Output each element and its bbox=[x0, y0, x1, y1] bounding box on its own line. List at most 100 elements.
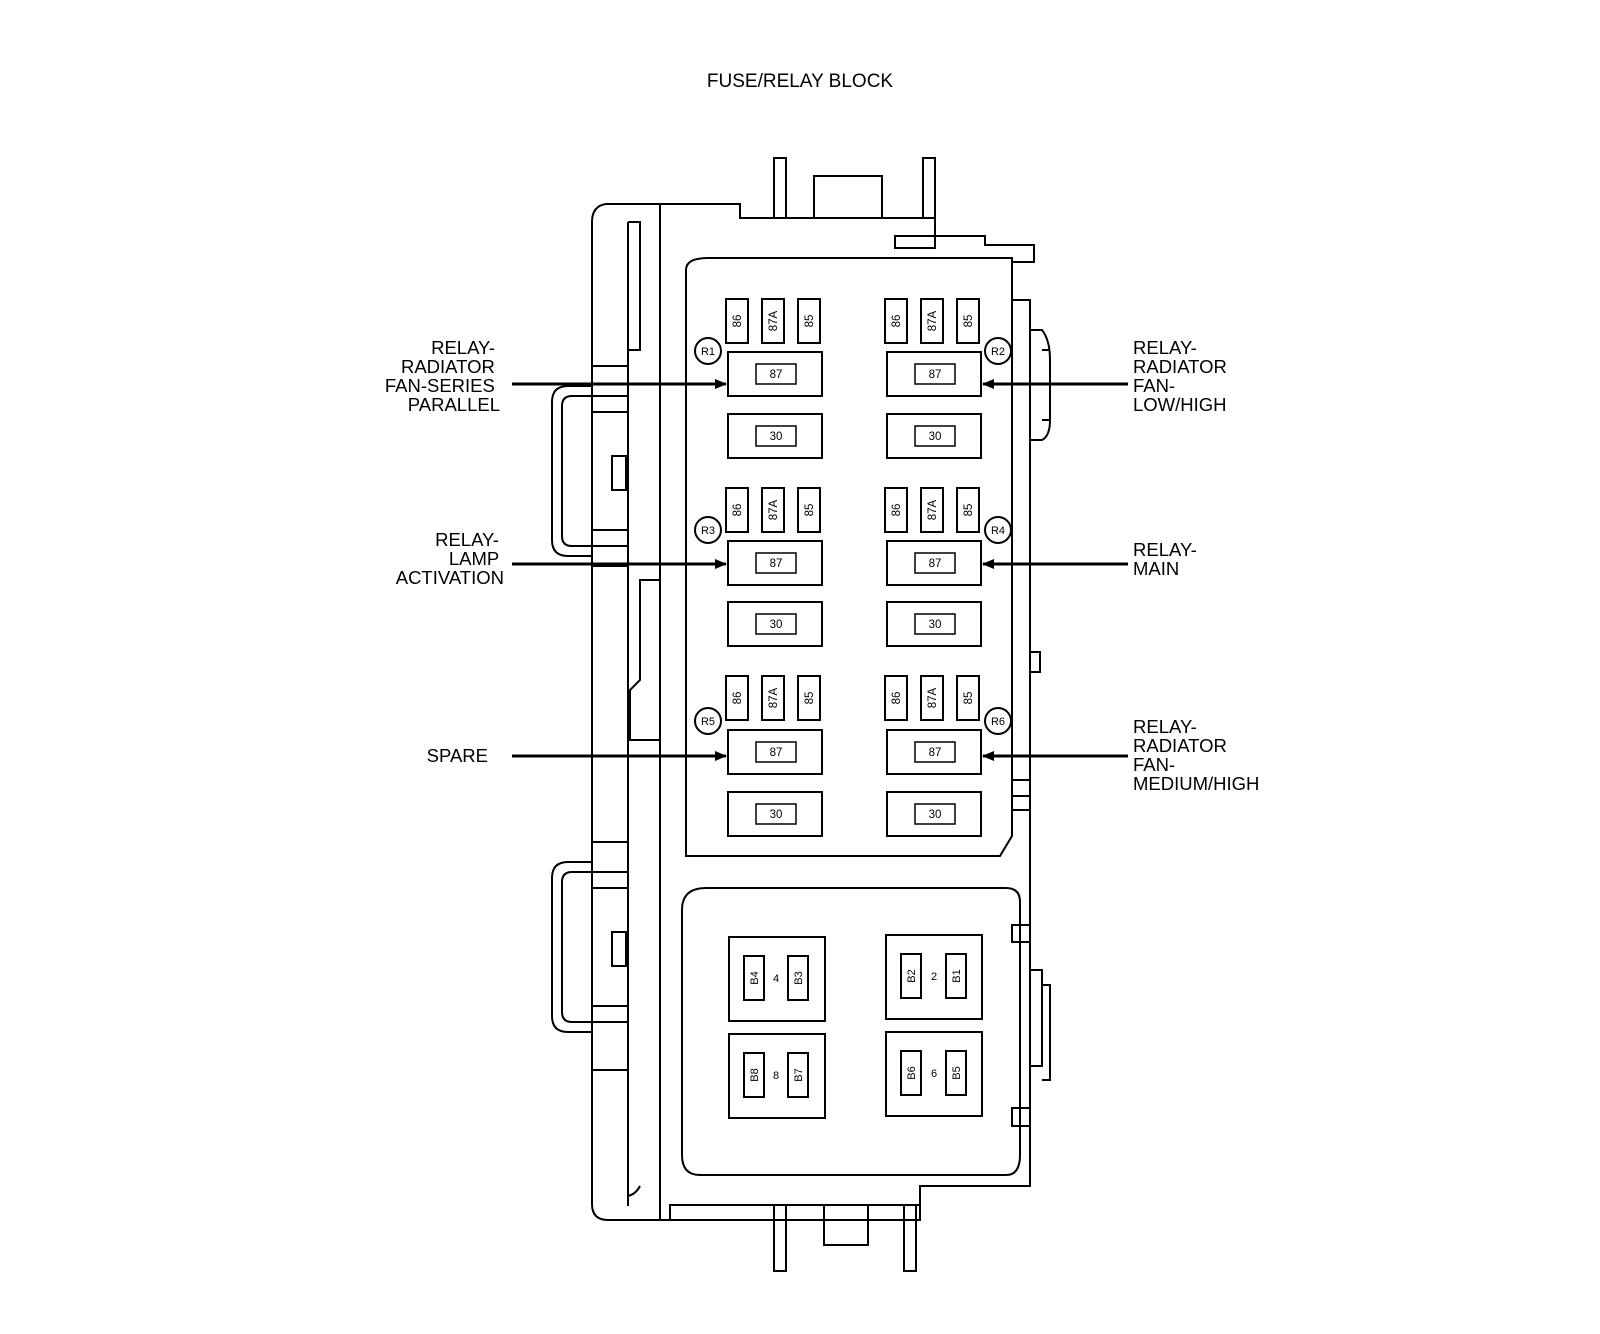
relay-r6-pin-30-label: 30 bbox=[929, 809, 942, 821]
relay-r5-id: R5 bbox=[701, 716, 715, 728]
callout-label-r3: RELAY- LAMP ACTIVATION bbox=[396, 529, 504, 588]
fuse-4-terminal-b4 bbox=[743, 955, 765, 1001]
relay-r1-id-badge bbox=[694, 337, 722, 365]
fuse-2-number: 2 bbox=[931, 971, 937, 983]
relay-r6-pin-87a bbox=[920, 675, 944, 721]
callout-label-r4: RELAY- MAIN bbox=[1133, 539, 1202, 579]
relay-r2-pin-87 bbox=[886, 351, 982, 397]
relay-r5-pin-30 bbox=[727, 791, 823, 837]
fuse-6-terminal-b6 bbox=[900, 1050, 922, 1096]
fuse-2-terminal-b1 bbox=[945, 953, 967, 999]
relay-r5-pin-85-label: 85 bbox=[804, 692, 816, 705]
fuse-8-number: 8 bbox=[773, 1070, 779, 1082]
relay-r6-pin-86-label: 86 bbox=[891, 692, 903, 705]
fuse-2[interactable]: B2 2 B1 bbox=[885, 934, 983, 1020]
relay-r4-pin-30 bbox=[886, 601, 982, 647]
relay-r4-pin-30-label: 30 bbox=[929, 619, 942, 631]
relay-r6-id-badge bbox=[984, 707, 1012, 735]
fuse-2-terminal-b2 bbox=[900, 953, 922, 999]
relay-r5[interactable]: 86 87A 85 R5 87 30 bbox=[694, 675, 823, 837]
relay-r3-id: R3 bbox=[701, 525, 715, 537]
fuse-6-terminal-b5-label: B5 bbox=[951, 1066, 963, 1079]
relay-r3-pin-30 bbox=[727, 601, 823, 647]
callout-label-r5: SPARE bbox=[427, 745, 488, 766]
relay-r2-pin-87-label: 87 bbox=[929, 369, 942, 381]
relay-r1-pin-86 bbox=[725, 298, 749, 344]
fuse-4-number: 4 bbox=[773, 973, 779, 985]
relay-r2[interactable]: 86 87A 85 R2 87 30 bbox=[884, 298, 1012, 459]
relay-r4-id-badge bbox=[984, 516, 1012, 544]
relay-r5-pin-87-label: 87 bbox=[770, 747, 783, 759]
relay-r3-pin-87a bbox=[761, 487, 785, 533]
fuse-8[interactable]: B8 8 B7 bbox=[728, 1033, 826, 1119]
relay-r3-pin-87 bbox=[727, 540, 823, 586]
fuse-8-terminal-b7-label: B7 bbox=[793, 1068, 805, 1081]
fuse-4-terminal-b4-label: B4 bbox=[749, 971, 761, 984]
relay-r5-pin-87a-label: 87A bbox=[768, 687, 780, 708]
relay-r4-id: R4 bbox=[991, 525, 1005, 537]
fuse-4[interactable]: B4 4 B3 bbox=[728, 936, 826, 1022]
relay-r4-pin-87 bbox=[886, 540, 982, 586]
callout-label-r6: RELAY- RADIATOR FAN- MEDIUM/HIGH bbox=[1133, 716, 1259, 794]
relay-r3-pin-86 bbox=[725, 487, 749, 533]
relay-r1-pin-30 bbox=[727, 413, 823, 459]
relay-r6-pin-30 bbox=[886, 791, 982, 837]
relay-r1-pin-87 bbox=[727, 351, 823, 397]
fuse-8-terminal-b8-label: B8 bbox=[749, 1068, 761, 1081]
relay-r2-pin-87a-label: 87A bbox=[927, 310, 939, 331]
relay-r4-pin-86 bbox=[884, 487, 908, 533]
fuse-2-terminal-b1-label: B1 bbox=[951, 969, 963, 982]
relay-r4-pin-87a-label: 87A bbox=[927, 499, 939, 520]
relay-r1-id: R1 bbox=[701, 346, 715, 358]
fuse-6-terminal-b5 bbox=[945, 1050, 967, 1096]
relay-r3-pin-87a-label: 87A bbox=[768, 499, 780, 520]
relay-r3-pin-85 bbox=[797, 487, 821, 533]
relay-r4-pin-85-label: 85 bbox=[963, 504, 975, 517]
relay-r5-pin-87 bbox=[727, 729, 823, 775]
relay-r1-pin-87a bbox=[761, 298, 785, 344]
relay-r1-pin-30-label: 30 bbox=[770, 431, 783, 443]
fuse-6-terminal-b6-label: B6 bbox=[906, 1066, 918, 1079]
relay-r5-pin-85 bbox=[797, 675, 821, 721]
relay-r2-pin-87a bbox=[920, 298, 944, 344]
relay-r4-pin-85 bbox=[956, 487, 980, 533]
relay-r6[interactable]: 86 87A 85 R6 87 30 bbox=[884, 675, 1012, 837]
relay-r2-pin-85 bbox=[956, 298, 980, 344]
relay-r6-pin-87 bbox=[886, 729, 982, 775]
relay-r1-pin-86-label: 86 bbox=[732, 315, 744, 328]
callout-label-r1: RELAY- RADIATOR FAN-SERIES PARALLEL bbox=[385, 337, 500, 415]
relay-r1-pin-85-label: 85 bbox=[804, 315, 816, 328]
relay-r6-pin-87-label: 87 bbox=[929, 747, 942, 759]
relay-r4[interactable]: 86 87A 85 R4 87 30 bbox=[884, 487, 1012, 647]
relay-r6-pin-85-label: 85 bbox=[963, 692, 975, 705]
relay-r5-pin-87a bbox=[761, 675, 785, 721]
relay-r2-id-badge bbox=[984, 337, 1012, 365]
relay-r5-id-badge bbox=[694, 707, 722, 735]
callout-label-r2: RELAY- RADIATOR FAN- LOW/HIGH bbox=[1133, 337, 1232, 415]
relay-r2-pin-30 bbox=[886, 413, 982, 459]
relay-r5-pin-30-label: 30 bbox=[770, 809, 783, 821]
relay-r3-pin-87-label: 87 bbox=[770, 558, 783, 570]
relay-r4-pin-86-label: 86 bbox=[891, 504, 903, 517]
relay-r5-pin-86 bbox=[725, 675, 749, 721]
relay-r1-pin-87-label: 87 bbox=[770, 369, 783, 381]
fuse-6[interactable]: B6 6 B5 bbox=[885, 1031, 983, 1117]
relay-r1-pin-87a-label: 87A bbox=[768, 310, 780, 331]
fuse-4-terminal-b3 bbox=[787, 955, 809, 1001]
relay-bay-outline bbox=[685, 257, 1013, 857]
relay-r6-id: R6 bbox=[991, 716, 1005, 728]
fuse-bay-outline bbox=[681, 887, 1021, 1176]
relay-r2-pin-86 bbox=[884, 298, 908, 344]
relay-r3-id-badge bbox=[694, 516, 722, 544]
relay-r2-id: R2 bbox=[991, 346, 1005, 358]
relay-r6-pin-86 bbox=[884, 675, 908, 721]
fuse-4-terminal-b3-label: B3 bbox=[793, 971, 805, 984]
diagram-title: FUSE/RELAY BLOCK bbox=[707, 71, 894, 92]
relay-r6-pin-87a-label: 87A bbox=[927, 687, 939, 708]
relay-r1[interactable]: 86 87A 85 R1 87 30 bbox=[694, 298, 823, 459]
fuse-8-terminal-b8 bbox=[743, 1052, 765, 1098]
fuse-6-number: 6 bbox=[931, 1068, 937, 1080]
relay-r3[interactable]: 86 87A 85 R3 87 30 bbox=[694, 487, 823, 647]
relay-r2-pin-86-label: 86 bbox=[891, 315, 903, 328]
fuse-8-terminal-b7 bbox=[787, 1052, 809, 1098]
